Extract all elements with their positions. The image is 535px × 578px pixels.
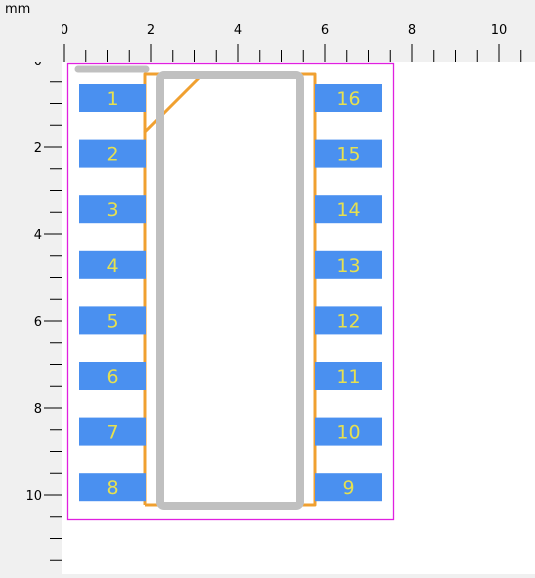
fab-layer: [74, 65, 304, 510]
ruler-corner: mm: [0, 0, 62, 62]
pad-number: 15: [336, 144, 360, 166]
body-outline: [156, 71, 304, 510]
pad-number: 6: [106, 366, 118, 388]
ruler-x-label: 4: [234, 23, 242, 38]
pad-left[interactable]: [79, 473, 146, 502]
pad-right[interactable]: [315, 84, 382, 112]
pad-number: 16: [336, 88, 360, 110]
pad-left[interactable]: [79, 250, 146, 279]
courtyard-outline: [66, 62, 395, 521]
unit-label: mm: [5, 2, 31, 17]
pad-number: 11: [336, 366, 360, 388]
ruler-x-label: 10: [491, 23, 508, 38]
horizontal-ruler-graphic: 0 2 4 6 8 10: [60, 23, 522, 62]
pad-number: 1: [106, 88, 118, 110]
pad-left[interactable]: [79, 362, 146, 390]
pad-left[interactable]: [79, 84, 146, 112]
pad-right[interactable]: [315, 362, 382, 390]
pad-right[interactable]: [315, 139, 382, 168]
ruler-x-label: 0: [60, 23, 68, 38]
pad-left[interactable]: [79, 417, 146, 446]
ruler-x-label: 6: [321, 23, 329, 38]
pad-right[interactable]: [315, 195, 382, 224]
pad-number: 7: [106, 422, 118, 444]
horizontal-ruler: 0 2 4 6 8 10: [0, 0, 535, 62]
pad-number: 4: [106, 255, 118, 277]
pad-left[interactable]: [79, 195, 146, 224]
pad-left[interactable]: [79, 306, 146, 335]
pad-right[interactable]: [315, 306, 382, 335]
pad-number: 12: [336, 310, 360, 332]
ruler-x-label: 2: [147, 23, 155, 38]
pin1-bevel-line: [143, 74, 203, 134]
ruler-y-label: 8: [34, 402, 42, 417]
pad-number: 2: [106, 144, 118, 166]
pad-number: 14: [336, 199, 360, 221]
ruler-y-label: 6: [34, 315, 42, 330]
pad-right[interactable]: [315, 417, 382, 446]
pad-right[interactable]: [315, 473, 382, 502]
silkscreen-outline: [143, 72, 317, 507]
pad-number: 5: [106, 310, 118, 332]
pad-number: 3: [106, 199, 118, 221]
pad-number: 8: [106, 477, 118, 499]
pad-number: 10: [336, 422, 360, 444]
courtyard-layer: [66, 62, 395, 521]
ruler-y-label: 10: [25, 489, 42, 504]
pad-number: 9: [342, 477, 354, 499]
pad-left[interactable]: [79, 139, 146, 168]
pad-number: 13: [336, 255, 360, 277]
ruler-y-label: 2: [34, 141, 42, 156]
ruler-y-label: 4: [34, 228, 42, 243]
pad-right[interactable]: [315, 250, 382, 279]
ruler-x-label: 8: [408, 23, 416, 38]
silkscreen-layer: [143, 72, 317, 507]
